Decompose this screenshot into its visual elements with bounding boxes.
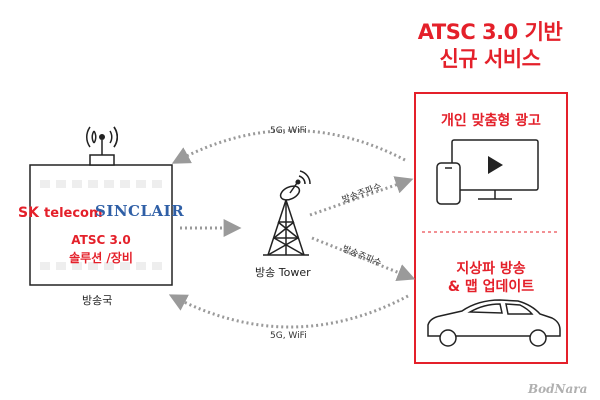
link-label-bottom: 5G, WiFi	[270, 331, 307, 341]
link-label-top: 5G, WiFi	[270, 126, 307, 136]
watermark: BodNara	[528, 382, 588, 396]
logo-sk: SK	[18, 205, 39, 221]
broadcast-station	[29, 140, 173, 286]
solution-line-1: ATSC 3.0	[71, 233, 131, 247]
sinclair-logo: SINCLAIR	[95, 202, 185, 220]
sk-telecom-logo: SK telecom	[18, 202, 103, 221]
service-personalized-ad: 개인 맞춤형 광고	[441, 113, 541, 129]
tower-label: 방송 Tower	[255, 266, 311, 279]
monitor-icon	[451, 139, 539, 200]
signal-arrows	[168, 129, 416, 329]
service-broadcast-line-2: & 맵 업데이트	[447, 279, 535, 295]
service-frame	[414, 92, 568, 364]
title-line-2: 신규 서비스	[439, 47, 541, 71]
solution-line-2: 솔루션 /장비	[69, 251, 133, 265]
logo-telecom: telecom	[44, 206, 103, 221]
antenna-icon	[86, 126, 118, 148]
title-line-1: ATSC 3.0 기반	[417, 20, 563, 44]
phone-icon	[436, 162, 461, 205]
station-label: 방송국	[82, 294, 113, 307]
car-icon	[427, 299, 561, 347]
tower-icon	[263, 170, 311, 256]
service-broadcast-line-1: 지상파 방송	[456, 261, 526, 277]
